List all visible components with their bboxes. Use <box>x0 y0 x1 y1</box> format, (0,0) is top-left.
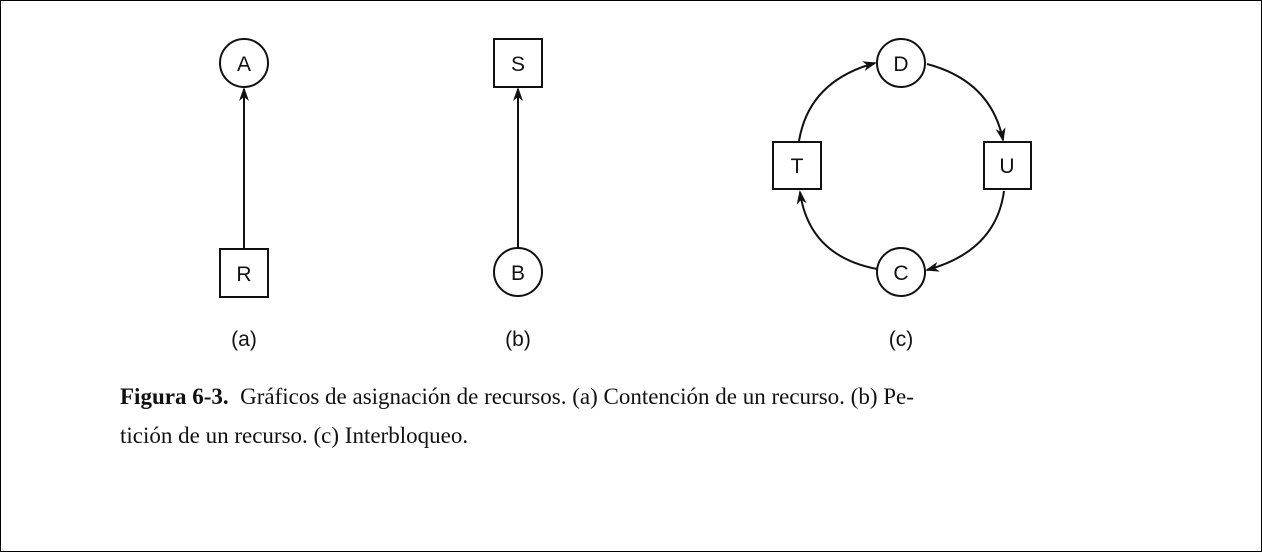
panel-label-b: (b) <box>505 328 531 351</box>
resource-node-r <box>219 248 269 298</box>
edge-d-to-u <box>926 63 1006 142</box>
edge-t-to-d <box>798 61 877 142</box>
resource-node-t <box>772 141 822 190</box>
panel-label-c: (c) <box>889 328 914 351</box>
node-label-d: D <box>893 53 908 76</box>
node-label-a: A <box>237 53 251 76</box>
node-label-c: C <box>893 262 908 285</box>
resource-node-u <box>983 141 1032 190</box>
resource-node-s <box>493 38 543 88</box>
process-node-d <box>876 38 926 88</box>
process-node-c <box>876 247 926 297</box>
caption-label: Figura 6-3. <box>120 384 229 409</box>
node-label-t: T <box>791 155 804 178</box>
caption-line-1: Gráficos de asignación de recursos. (a) … <box>240 384 914 409</box>
panel-label-a: (a) <box>231 328 257 351</box>
node-label-r: R <box>236 263 251 286</box>
node-label-u: U <box>999 155 1014 178</box>
process-node-b <box>493 247 543 297</box>
edge-c-to-t <box>796 190 878 270</box>
figure-caption: Figura 6-3. Gráficos de asignación de re… <box>120 377 1130 455</box>
process-node-a <box>219 38 269 88</box>
caption-line-2: tición de un recurso. (c) Interbloqueo. <box>120 423 469 448</box>
node-label-b: B <box>511 262 525 285</box>
node-label-s: S <box>511 53 525 76</box>
edge-u-to-c <box>925 190 1005 272</box>
